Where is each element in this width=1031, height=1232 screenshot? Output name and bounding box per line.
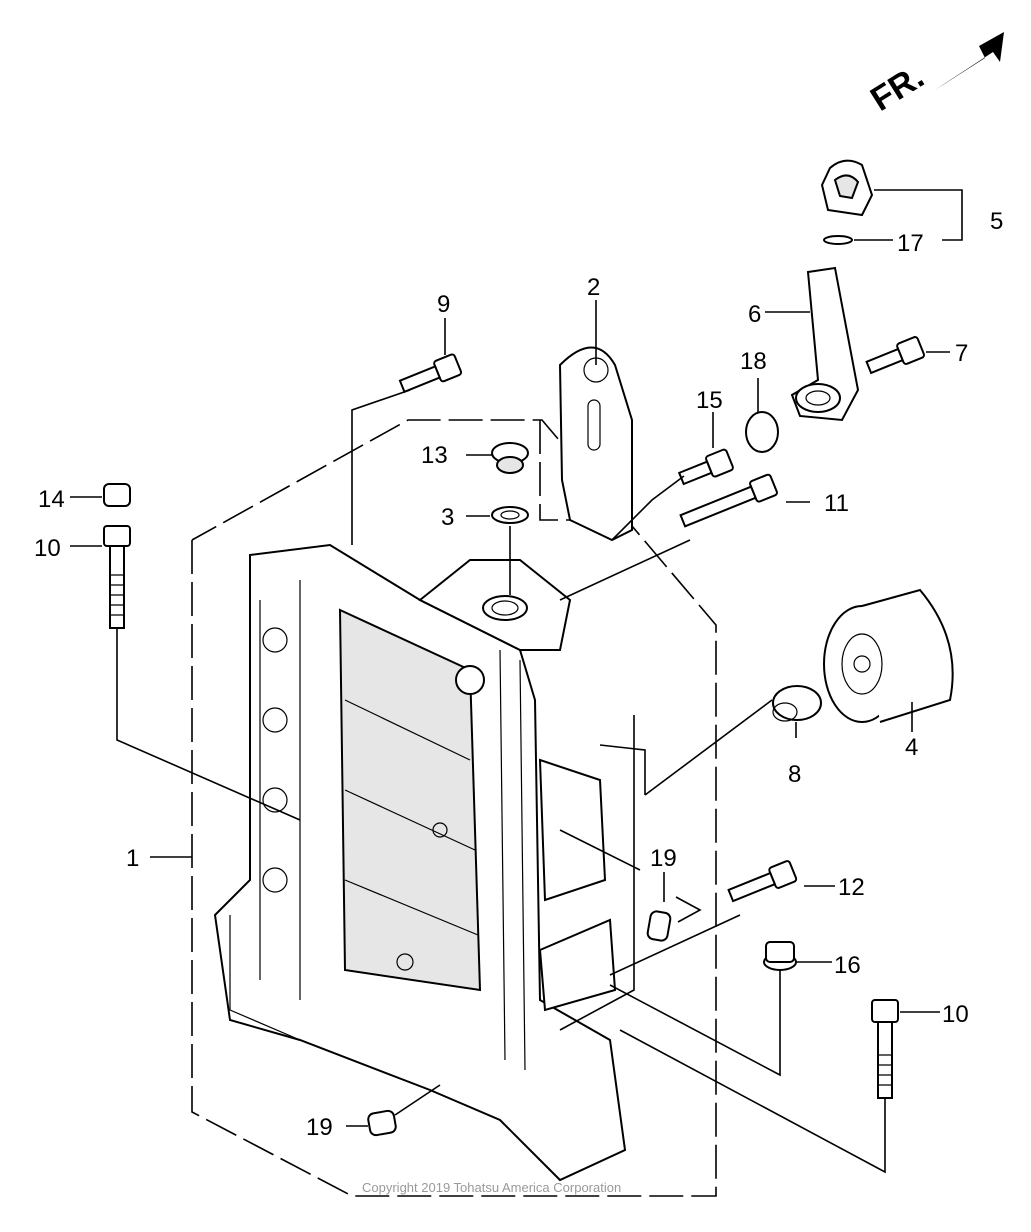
callout-4: 4 <box>905 734 918 761</box>
part-15-bolt <box>677 448 734 486</box>
callout-13: 13 <box>421 442 448 469</box>
part-5-oil-filler-cap <box>820 159 874 217</box>
callout-17: 17 <box>897 230 924 257</box>
part-2-bracket <box>558 346 633 542</box>
callout-14: 14 <box>38 486 65 513</box>
callout-11: 11 <box>824 490 849 517</box>
callout-9: 9 <box>437 291 450 318</box>
callout-8: 8 <box>788 761 801 788</box>
callout-1: 1 <box>126 845 139 872</box>
callout-10-left: 10 <box>34 535 61 562</box>
callout-19-upper: 19 <box>650 845 677 872</box>
callout-15: 15 <box>696 387 723 414</box>
callout-10-right: 10 <box>942 1001 969 1028</box>
part-11-bolt <box>679 473 778 528</box>
front-direction-indicator: FR. <box>864 32 1004 119</box>
callout-3: 3 <box>441 504 454 531</box>
copyright-notice: Copyright 2019 Tohatsu America Corporati… <box>362 1180 621 1195</box>
part-12-bolt <box>727 860 798 903</box>
part-9-bolt <box>398 353 463 394</box>
part-7-bolt <box>865 336 925 375</box>
callout-12: 12 <box>838 874 865 901</box>
part-13-plug <box>491 442 529 474</box>
callout-18: 18 <box>740 348 767 375</box>
part-4-oil-filter <box>823 588 954 723</box>
part-19-dowel-upper <box>646 910 672 942</box>
part-10-bolt-left <box>103 525 131 629</box>
callout-2: 2 <box>587 274 600 301</box>
assembly-boundary <box>191 419 717 1197</box>
part-16-nut <box>763 941 797 971</box>
part-19-dowel-lower <box>367 1109 397 1137</box>
part-17-o-ring <box>823 235 853 245</box>
part-18-o-ring <box>745 411 779 453</box>
part-10-bolt-right <box>871 999 899 1099</box>
front-direction-arrow-icon <box>935 32 1004 90</box>
part-14-cap <box>103 483 131 507</box>
part-3-washer <box>491 506 529 524</box>
leader-lines <box>70 189 963 1174</box>
part-6-filler-neck <box>790 266 860 422</box>
part-8-threaded-stud <box>772 685 822 722</box>
callout-19-lower: 19 <box>306 1114 333 1141</box>
callout-16: 16 <box>834 952 861 979</box>
callout-5: 5 <box>990 208 1003 235</box>
cylinder-block <box>213 543 627 1182</box>
callout-7: 7 <box>955 340 968 367</box>
fr-label: FR. <box>864 58 931 119</box>
callout-6: 6 <box>748 301 761 328</box>
callout-labels: 1 2 3 4 5 6 7 8 9 10 10 11 12 13 14 15 1… <box>34 208 1003 1141</box>
